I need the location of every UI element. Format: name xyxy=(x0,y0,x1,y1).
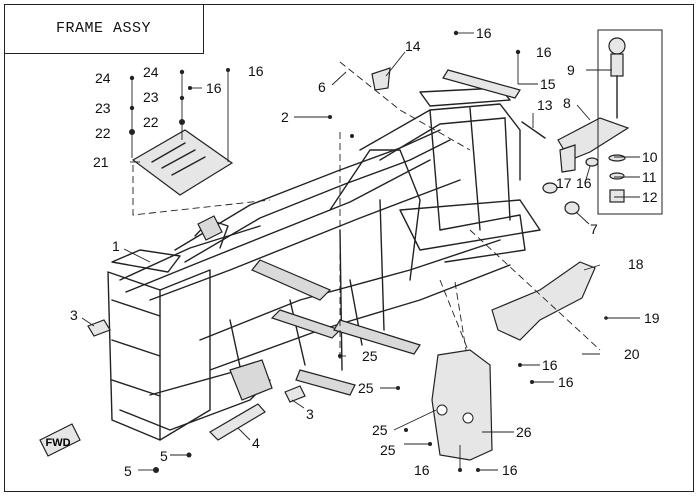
part-15-rail xyxy=(442,69,521,99)
callout-23: 23 xyxy=(95,100,111,116)
callout-16: 16 xyxy=(414,462,430,478)
callout-13: 13 xyxy=(537,97,553,113)
part-13-pin xyxy=(521,121,546,139)
part-21-bracket xyxy=(131,129,271,216)
callout-16: 16 xyxy=(206,80,222,96)
callout-16: 16 xyxy=(536,44,552,60)
part-4-link xyxy=(209,403,266,441)
part-26-plate xyxy=(431,279,493,461)
callout-6: 6 xyxy=(318,79,326,95)
callout-24: 24 xyxy=(95,70,111,86)
callout-20: 20 xyxy=(624,346,640,362)
callout-23: 23 xyxy=(143,89,159,105)
callout-25: 25 xyxy=(372,422,388,438)
title-block: FRAME ASSY xyxy=(4,4,204,54)
part-18-guard xyxy=(469,229,601,351)
callout-22: 22 xyxy=(95,125,111,141)
callout-4: 4 xyxy=(252,435,260,451)
callout-16: 16 xyxy=(502,462,518,478)
drawing-sheet xyxy=(4,4,694,492)
callout-25: 25 xyxy=(380,442,396,458)
callout-25: 25 xyxy=(358,380,374,396)
callout-25: 25 xyxy=(362,348,378,364)
callout-labels: 1 2 3 3 4 5 5 6 7 8 9 10 11 12 13 14 15 … xyxy=(70,25,660,479)
callout-5: 5 xyxy=(124,463,132,479)
callout-16: 16 xyxy=(542,357,558,373)
callout-3: 3 xyxy=(306,406,314,422)
callout-26: 26 xyxy=(516,424,532,440)
callout-19: 19 xyxy=(644,310,660,326)
fwd-arrow-icon: FWD xyxy=(39,423,81,457)
part-9-ball xyxy=(597,29,663,215)
fasteners xyxy=(129,30,608,473)
callout-2: 2 xyxy=(281,109,289,125)
callout-1: 1 xyxy=(112,238,120,254)
callout-8: 8 xyxy=(563,95,571,111)
nuts-7-17 xyxy=(542,157,599,215)
callout-16: 16 xyxy=(558,374,574,390)
callout-18: 18 xyxy=(628,256,644,272)
callout-15: 15 xyxy=(540,76,556,92)
callout-17: 17 xyxy=(556,175,572,191)
frame-body xyxy=(107,87,541,441)
part-8-hitch xyxy=(557,117,630,173)
part-14 xyxy=(371,67,391,91)
diagram-title: FRAME ASSY xyxy=(55,20,151,37)
callout-11: 11 xyxy=(642,169,657,185)
callout-9: 9 xyxy=(567,62,575,78)
fwd-label: FWD xyxy=(45,437,70,449)
part-3-plates xyxy=(87,319,306,403)
dashed-lines xyxy=(339,61,471,360)
callout-12: 12 xyxy=(642,189,658,205)
leaders xyxy=(81,32,640,471)
callout-3: 3 xyxy=(70,307,78,323)
callout-14: 14 xyxy=(405,38,421,54)
callout-21: 21 xyxy=(93,154,109,170)
callout-16: 16 xyxy=(248,63,264,79)
callout-5: 5 xyxy=(160,448,168,464)
callout-24: 24 xyxy=(143,64,159,80)
callout-16: 16 xyxy=(476,25,492,41)
callout-16: 16 xyxy=(576,175,592,191)
callout-10: 10 xyxy=(642,149,658,165)
callout-7: 7 xyxy=(590,221,598,237)
callout-22: 22 xyxy=(143,114,159,130)
